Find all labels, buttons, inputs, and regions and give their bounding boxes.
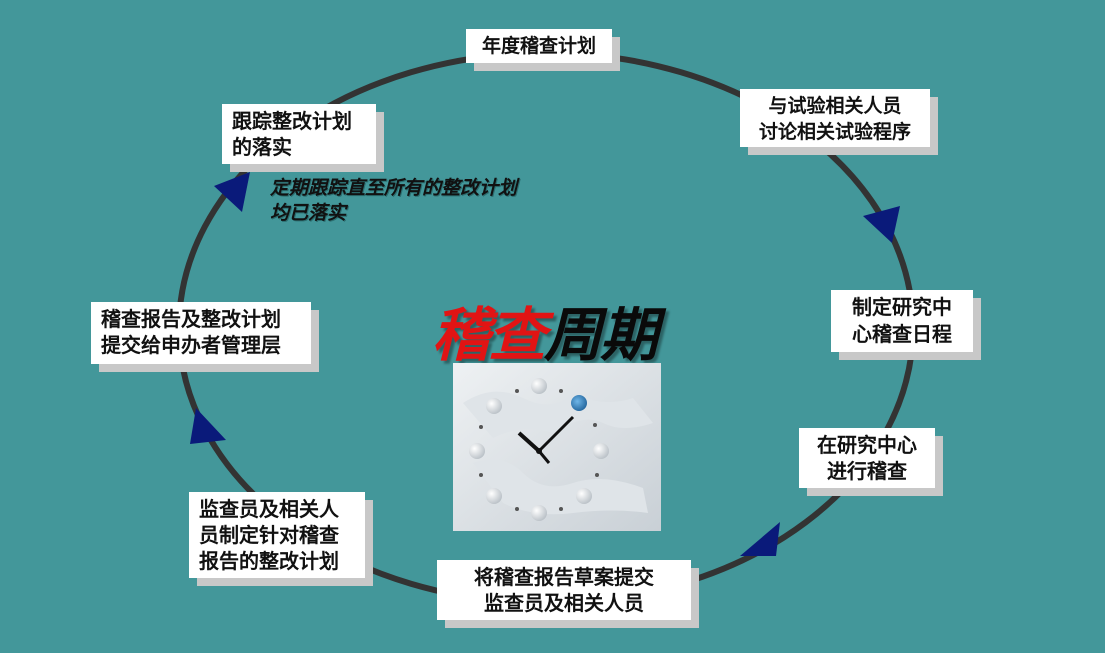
arrow-left-lower (190, 408, 226, 444)
step-line: 制定研究中 (852, 295, 952, 319)
step-submit-to-sponsor: 稽查报告及整改计划 提交给申办者管理层 (91, 302, 311, 364)
step-line: 年度稽查计划 (481, 35, 596, 57)
step-line: 员制定针对稽查 (199, 523, 339, 547)
arrow-right-upper (863, 206, 900, 243)
step-annual-audit-plan: 年度稽查计划 (466, 29, 612, 63)
step-line: 将稽查报告草案提交 (474, 565, 654, 589)
clock-world-map-image (453, 363, 661, 531)
note-line: 定期跟踪直至所有的整改计划 (270, 177, 518, 199)
step-track-implementation: 跟踪整改计划 的落实 (222, 104, 376, 164)
step-corrective-plan: 监查员及相关人 员制定针对稽查 报告的整改计划 (189, 492, 365, 578)
step-line: 跟踪整改计划 (232, 109, 352, 133)
step-line: 讨论相关试验程序 (758, 121, 911, 143)
step-line: 进行稽查 (827, 459, 907, 483)
arrow-left-upper (214, 172, 250, 212)
arrow-bottom-right (740, 522, 780, 556)
step-line: 监查员及相关人 (199, 497, 339, 521)
step-line: 稽查报告及整改计划 (101, 307, 281, 331)
step-line: 报告的整改计划 (199, 549, 339, 573)
step-conduct-site-audit: 在研究中心 进行稽查 (799, 428, 935, 488)
step-submit-draft-report: 将稽查报告草案提交 监查员及相关人员 (437, 560, 691, 620)
step-discuss-procedures: 与试验相关人员 讨论相关试验程序 (740, 89, 930, 147)
note-line: 均已落实 (270, 202, 347, 224)
title-part-red: 稽查 (432, 301, 546, 369)
step-line: 心稽查日程 (852, 322, 952, 346)
title-part-black: 周期 (544, 301, 658, 369)
diagram-title: 稽查周期 (432, 288, 658, 372)
clock-icon (453, 363, 661, 531)
step-line: 的落实 (232, 135, 292, 159)
tracking-note: 定期跟踪直至所有的整改计划 均已落实 (270, 176, 517, 226)
step-site-audit-schedule: 制定研究中 心稽查日程 (831, 290, 973, 352)
step-line: 监查员及相关人员 (484, 591, 644, 615)
step-line: 在研究中心 (817, 433, 917, 457)
step-line: 与试验相关人员 (768, 95, 902, 117)
step-line: 提交给申办者管理层 (101, 333, 281, 357)
